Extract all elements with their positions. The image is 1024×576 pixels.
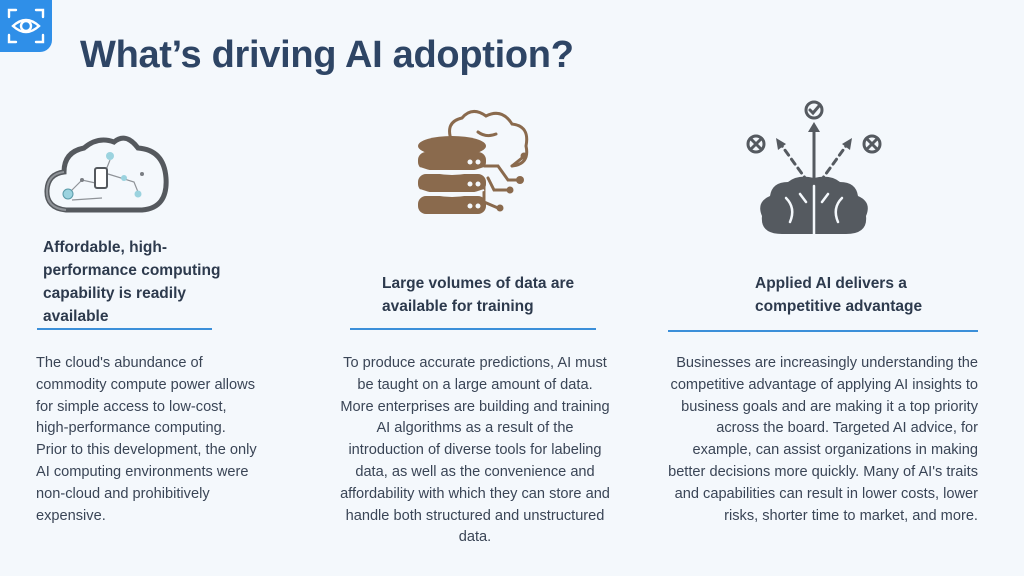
divider (668, 330, 978, 332)
computing-body: The cloud's abundance of commodity compu… (36, 355, 257, 524)
competitive-body: Businesses are increasingly understandin… (668, 355, 978, 524)
cloud-network-icon (44, 135, 169, 213)
data-body: To produce accurate predictions, AI must… (340, 355, 610, 546)
eye-scan-icon (7, 8, 45, 44)
page-title: What’s driving AI adoption? (80, 34, 574, 76)
divider (37, 328, 212, 330)
computing-heading: Affordable, high-performance computing c… (43, 239, 221, 325)
competitive-heading: Applied AI delivers a competitive advant… (755, 275, 923, 315)
database-brain-icon (418, 110, 529, 214)
brain-decision-icon (746, 100, 882, 236)
logo (0, 0, 52, 52)
data-heading: Large volumes of data are available for … (382, 275, 575, 315)
divider (350, 328, 596, 330)
